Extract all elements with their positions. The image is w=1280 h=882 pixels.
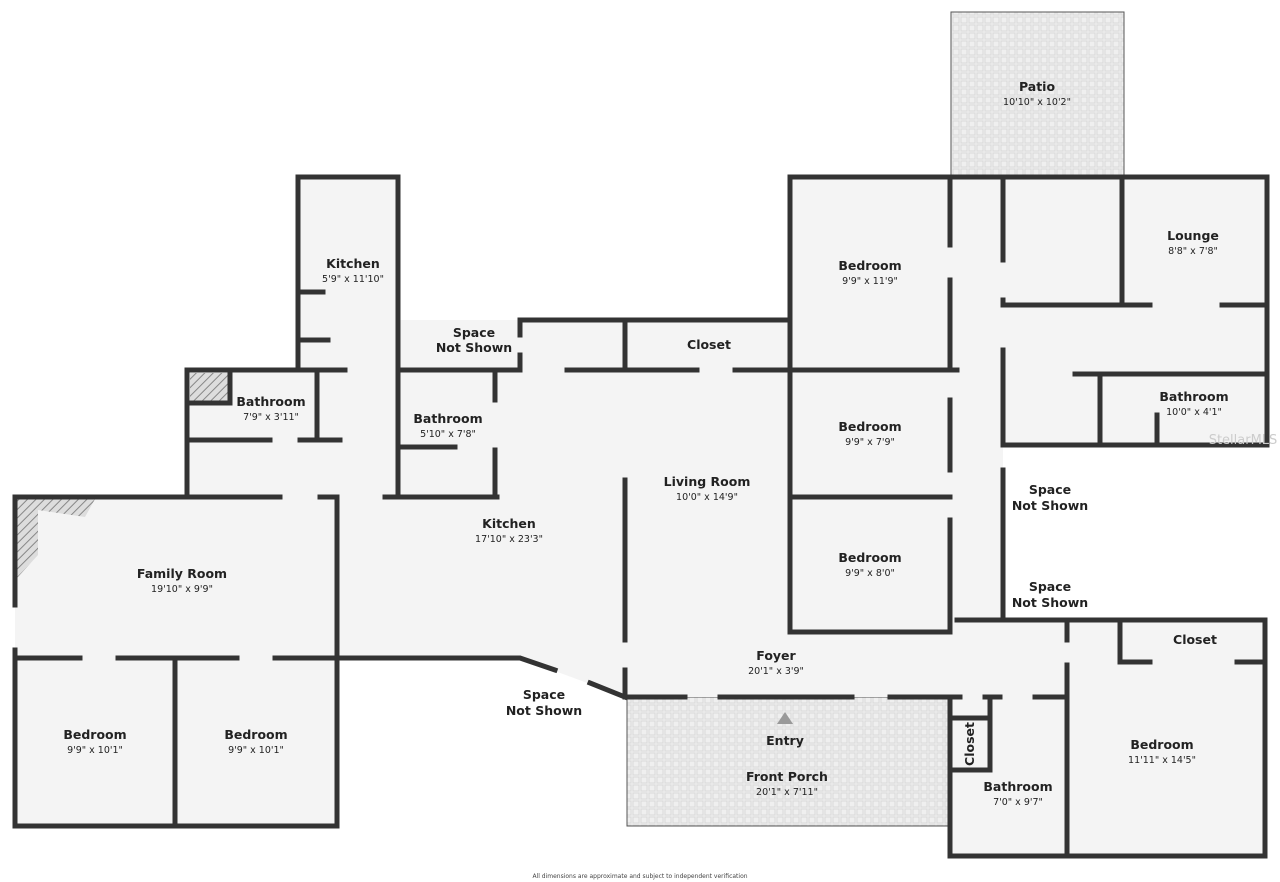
fireplace bbox=[17, 499, 95, 578]
room-dims: 7'0" x 9'7" bbox=[993, 797, 1043, 808]
room-name: Closet bbox=[962, 722, 977, 766]
space-label: Not Shown bbox=[1012, 498, 1088, 513]
room-name: Entry bbox=[766, 733, 804, 748]
room-name: Bedroom bbox=[838, 258, 901, 273]
room-dims: 9'9" x 8'0" bbox=[845, 568, 895, 579]
room-name: Bathroom bbox=[413, 411, 482, 426]
space-label: Space bbox=[453, 325, 495, 340]
spaces-not-shown: Space Not Shown Space Not Shown Space No… bbox=[436, 325, 1088, 718]
room-dims: 17'10" x 23'3" bbox=[475, 534, 543, 545]
space-label: Not Shown bbox=[506, 703, 582, 718]
shaft bbox=[190, 373, 230, 403]
space-label: Space bbox=[523, 687, 565, 702]
room-dims: 9'9" x 11'9" bbox=[842, 276, 898, 287]
space-label: Not Shown bbox=[1012, 595, 1088, 610]
room-dims: 7'9" x 3'11" bbox=[243, 412, 299, 423]
room-name: Lounge bbox=[1167, 228, 1219, 243]
room-name: Bedroom bbox=[1130, 737, 1193, 752]
room-name: Bathroom bbox=[236, 394, 305, 409]
room-name: Bathroom bbox=[983, 779, 1052, 794]
room-name: Bathroom bbox=[1159, 389, 1228, 404]
space-label: Space bbox=[1029, 482, 1071, 497]
room-dims: 20'1" x 7'11" bbox=[756, 787, 818, 798]
room-dims: 8'8" x 7'8" bbox=[1168, 246, 1218, 257]
room-name: Family Room bbox=[137, 566, 227, 581]
floors bbox=[15, 11, 1267, 856]
room-name: Foyer bbox=[756, 648, 796, 663]
room-name: Closet bbox=[687, 337, 731, 352]
room-name: Kitchen bbox=[326, 256, 380, 271]
room-dims: 9'9" x 10'1" bbox=[67, 745, 123, 756]
room-dims: 5'10" x 7'8" bbox=[420, 429, 476, 440]
entry-arrow-icon bbox=[777, 712, 793, 724]
disclaimer: All dimensions are approximate and subje… bbox=[532, 873, 747, 880]
room-dims: 10'0" x 14'9" bbox=[676, 492, 738, 503]
watermark: StellarMLS bbox=[1209, 433, 1278, 448]
room-name: Bedroom bbox=[63, 727, 126, 742]
room-name: Kitchen bbox=[482, 516, 536, 531]
room-labels: Patio 10'10" x 10'2" Kitchen 5'9" x 11'1… bbox=[63, 79, 1228, 808]
room-dims: 5'9" x 11'10" bbox=[322, 274, 384, 285]
room-name: Bedroom bbox=[224, 727, 287, 742]
room-dims: 9'9" x 10'1" bbox=[228, 745, 284, 756]
room-name: Front Porch bbox=[746, 769, 828, 784]
walls bbox=[12, 174, 1270, 859]
room-name: Bedroom bbox=[838, 550, 901, 565]
room-name: Bedroom bbox=[838, 419, 901, 434]
room-dims: 10'0" x 4'1" bbox=[1166, 407, 1222, 418]
room-name: Closet bbox=[1173, 632, 1217, 647]
room-dims: 20'1" x 3'9" bbox=[748, 666, 804, 677]
room-dims: 9'9" x 7'9" bbox=[845, 437, 895, 448]
room-name: Patio bbox=[1019, 79, 1056, 94]
room-dims: 10'10" x 10'2" bbox=[1003, 97, 1071, 108]
room-dims: 19'10" x 9'9" bbox=[151, 584, 213, 595]
patio-floor bbox=[950, 11, 1125, 178]
space-label: Space bbox=[1029, 579, 1071, 594]
room-name: Living Room bbox=[664, 474, 751, 489]
room-dims: 11'11" x 14'5" bbox=[1128, 755, 1196, 766]
space-label: Not Shown bbox=[436, 340, 512, 355]
